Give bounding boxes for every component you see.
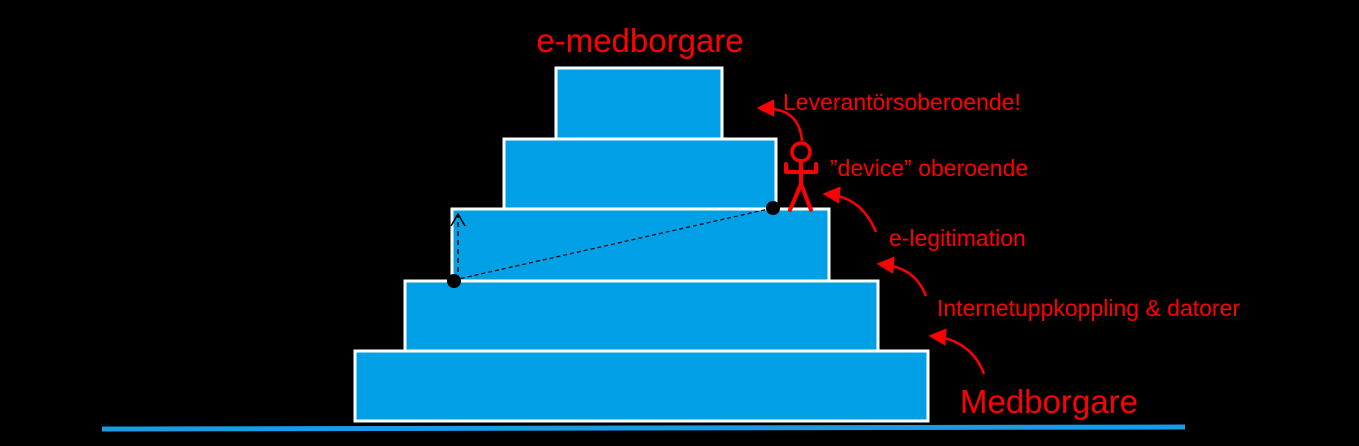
curved-arrow-icon bbox=[876, 256, 928, 297]
dashed-arrowhead-icon bbox=[450, 212, 466, 227]
dot-lower bbox=[447, 274, 461, 288]
label-supplier-independent: Leverantörsoberoende! bbox=[783, 89, 1021, 115]
stick-figure-icon bbox=[784, 141, 818, 212]
pyramid-block-1 bbox=[353, 349, 930, 423]
label-e-id: e-legitimation bbox=[889, 225, 1026, 251]
label-citizen: Medborgare bbox=[960, 383, 1138, 420]
pyramid-block-2 bbox=[403, 279, 880, 353]
curved-arrow-icon bbox=[822, 186, 878, 233]
curved-arrow-icon bbox=[928, 328, 986, 375]
pyramid-block-5 bbox=[554, 66, 724, 141]
dashed-diagonal bbox=[453, 207, 774, 281]
pyramid-block-4 bbox=[502, 137, 778, 211]
dot-upper bbox=[766, 201, 780, 215]
pyramid-block-3 bbox=[450, 207, 831, 283]
diagram-title: e-medborgare bbox=[536, 22, 743, 59]
curved-arrow-icon bbox=[756, 99, 804, 142]
label-internet: Internetuppkoppling & datorer bbox=[937, 295, 1240, 321]
label-device-independent: ”device” oberoende bbox=[830, 155, 1028, 181]
ground-line bbox=[101, 424, 1186, 432]
